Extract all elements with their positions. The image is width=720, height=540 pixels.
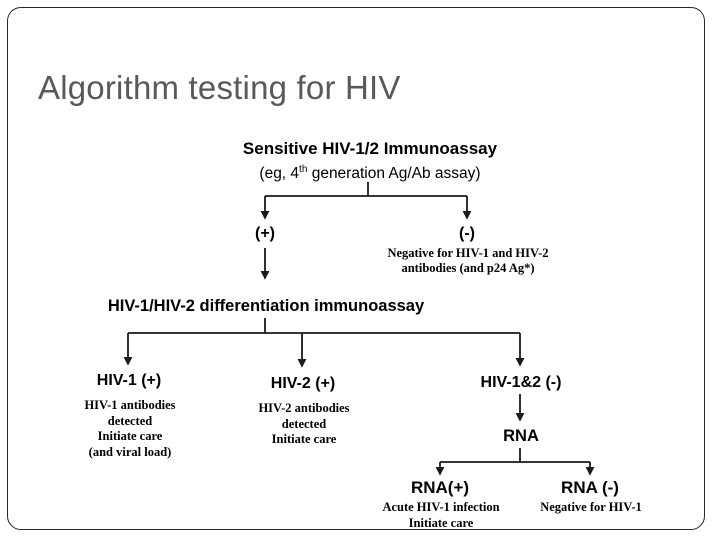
detail-line: Initiate care	[408, 515, 474, 530]
subtitle-superscript: th	[299, 164, 308, 175]
node-rna-negative-detail: Negative for HIV-1	[528, 500, 654, 516]
node-branch-negative-label: (-)	[459, 225, 475, 242]
detail-line: HIV-1 antibodies	[84, 398, 176, 412]
node-initial-assay-subtitle: (eg, 4th generation Ag/Ab assay)	[185, 160, 555, 183]
node-branch-negative-detail: Negative for HIV-1 and HIV-2 antibodies …	[357, 246, 579, 276]
node-branch-positive-label: (+)	[255, 225, 275, 242]
subtitle-part-after: generation Ag/Ab assay)	[307, 165, 481, 183]
detail-line: Negative for HIV-1 and HIV-2	[387, 246, 549, 260]
detail-line: Negative for HIV-1	[540, 500, 642, 514]
subtitle-part-before: (eg, 4	[259, 165, 300, 183]
node-rna-negative-label: RNA (-)	[561, 478, 619, 497]
node-hiv1-positive-label: HIV-1 (+)	[96, 372, 162, 389]
slide-border-frame	[7, 7, 705, 530]
node-initial-assay-title: Sensitive HIV-1/2 Immunoassay	[242, 139, 498, 158]
detail-line: HIV-2 antibodies	[258, 401, 350, 415]
detail-line: antibodies (and p24 Ag*)	[401, 261, 535, 275]
detail-line: Initiate care	[271, 432, 337, 446]
node-hiv2-positive-label: HIV-2 (+)	[270, 375, 336, 392]
node-differentiation-assay-title: HIV-1/HIV-2 differentiation immunoassay	[107, 297, 425, 315]
detail-line: (and viral load)	[88, 444, 172, 459]
node-hiv1and2-negative-label: HIV-1&2 (-)	[480, 374, 562, 391]
page-title: Algorithm testing for HIV	[38, 69, 401, 106]
node-rna-positive-detail: Acute HIV-1 infection Initiate care	[355, 500, 527, 531]
node-hiv2-positive-detail: HIV-2 antibodies detected Initiate care	[234, 401, 374, 448]
detail-line: Initiate care	[97, 429, 163, 443]
detail-line: Acute HIV-1 infection	[382, 500, 500, 514]
detail-line: detected	[281, 416, 327, 431]
node-rna-test-label: RNA	[503, 427, 539, 445]
node-hiv1-positive-detail: HIV-1 antibodies detected Initiate care …	[58, 398, 202, 460]
node-rna-positive-label: RNA(+)	[410, 478, 470, 497]
detail-line: detected	[107, 413, 153, 428]
